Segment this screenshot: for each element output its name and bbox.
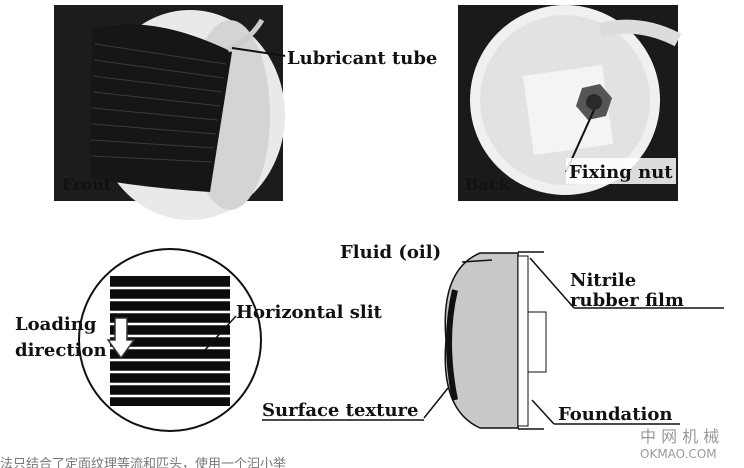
loading-label-1: Loading — [15, 314, 97, 335]
surface-texture-label: Surface texture — [262, 400, 419, 421]
back-photo: Fixing nut Back — [458, 5, 682, 201]
nitrile-label-2: rubber film — [570, 290, 684, 311]
back-label: Back — [465, 175, 511, 194]
watermark-en: OKMAO.COM — [640, 447, 717, 461]
nitrile-rubber-film — [517, 255, 529, 427]
cross-section-diagram: Fluid (oil) Nitrile rubber film Surface … — [262, 242, 724, 430]
foundation-boss — [527, 311, 547, 373]
slit-diagram: Loading direction Horizontal slit — [15, 248, 383, 432]
lubricant-tube-label: Lubricant tube — [287, 48, 437, 69]
foundation-label: Foundation — [558, 404, 672, 425]
lubricant-tube — [226, 18, 265, 53]
caption-fragment: 法只结合了定面纹理等流和匹头，使用一个汩小举 — [0, 456, 286, 468]
textured-pad — [90, 24, 232, 193]
down-arrow-icon — [106, 317, 136, 360]
fluid-label: Fluid (oil) — [340, 242, 441, 263]
nitrile-label-1: Nitrile — [570, 270, 636, 291]
front-photo: Lubricant tube Front — [54, 5, 441, 220]
watermark-cn: 中 网 机 械 — [640, 427, 719, 446]
horizontal-slit-label: Horizontal slit — [236, 302, 383, 323]
surface-texture — [446, 289, 458, 401]
front-label: Front — [62, 175, 112, 194]
fluid-chamber — [444, 252, 519, 429]
loading-label-2: direction — [15, 340, 107, 361]
fixing-nut-label: Fixing nut — [569, 162, 673, 183]
